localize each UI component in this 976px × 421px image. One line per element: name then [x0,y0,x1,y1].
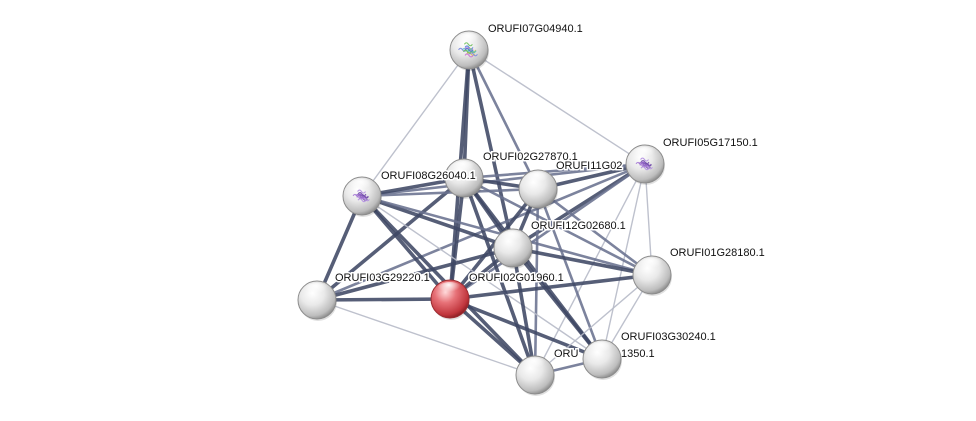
structure-strand [643,165,653,170]
node-label-ORUFI02G01960.1: ORUFI02G01960.1 [469,272,564,284]
edge-ORUFI12G02680.1-ORUFI03G30240.1[interactable] [511,246,604,361]
node-label-ORUFI12G02680.1: ORUFI12G02680.1 [531,220,626,232]
edge-ORUFI02G27870.1-ORUFI_1350[interactable] [462,176,537,377]
structure-strand [352,193,362,198]
structure-strand [462,49,472,54]
edge-ORUFI07G04940.1-ORUFI08G26040.1[interactable] [361,49,470,197]
edge-ORUFI11G02-ORUFI03G30240.1[interactable] [536,187,604,361]
structure-strand [357,198,367,203]
nodes-layer [297,30,672,396]
structure-strand [635,161,645,166]
node-ORUFI03G29220.1[interactable] [297,280,337,321]
node-ORUFI_1350[interactable] [515,355,555,396]
node-label-ORUFI05G17150.1: ORUFI05G17150.1 [663,137,758,149]
edge-ORUFI02G27870.1-ORUFI02G01960.1[interactable] [448,176,466,301]
structure-strand [356,195,366,200]
edge-ORUFI12G02680.1-ORUFI01G28180.1[interactable] [511,246,654,277]
edge-ORUFI11G02-ORUFI_1350[interactable] [533,187,540,377]
node-label-ORUFI01G28180.1: ORUFI01G28180.1 [670,247,765,259]
edge-ORUFI05G17150.1-ORUFI02G01960.1[interactable] [448,162,647,301]
node-highlight [638,258,666,274]
node-highlight [436,282,464,298]
edge-ORUFI12G02680.1-ORUFI03G29220.1[interactable] [315,246,515,302]
edge-ORUFI11G02-ORUFI08G26040.1[interactable] [360,187,540,198]
edge-ORUFI07G04940.1-ORUFI05G17150.1[interactable] [468,49,646,165]
edge-ORUFI01G28180.1-ORUFI_1350[interactable] [534,274,653,376]
edge-ORUFI02G01960.1-ORUFI03G30240.1[interactable] [448,297,604,361]
node-label-ORUFI03G30240.1: ORUFI03G30240.1 [621,331,716,343]
node-ORUFI01G28180.1[interactable] [632,255,672,296]
edge-ORUFI02G27870.1-ORUFI01G28180.1[interactable] [462,176,654,277]
node-label-ORUFI03G29220.1: ORUFI03G29220.1 [335,272,430,284]
structure-strand [360,197,370,202]
node-label-ORUFI02G27870.1: ORUFI02G27870.1 [483,151,578,163]
node-ORUFI11G02[interactable] [518,169,558,210]
node-highlight [499,231,527,247]
structure-strand [458,47,467,52]
node-ORUFI12G02680.1[interactable] [493,228,533,269]
node-highlight [588,342,616,358]
edge-ORUFI12G02680.1-ORUFI_1350[interactable] [511,246,537,377]
node-highlight [450,161,478,177]
node-ORUFI07G04940.1[interactable] [449,30,489,71]
node-highlight [348,179,376,195]
edge-ORUFI07G04940.1-ORUFI12G02680.1[interactable] [467,48,515,250]
edge-ORUFI02G01960.1-ORUFI01G28180.1[interactable] [448,273,654,301]
node-ORUFI05G17150.1[interactable] [625,144,665,185]
structure-strand [464,53,474,58]
edge-ORUFI05G17150.1-ORUFI08G26040.1[interactable] [360,162,647,198]
edges-layer [315,48,654,377]
edge-ORUFI08G26040.1-ORUFI12G02680.1[interactable] [360,194,515,250]
node-label-tail-ORUFI_1350: 1350.1 [621,348,655,360]
structure-strand [639,163,649,168]
node-ORUFI03G30240.1[interactable] [582,339,622,380]
edge-ORUFI02G01960.1-ORUFI03G29220.1[interactable] [315,297,452,302]
node-highlight [521,358,549,374]
node-label-ORUFI08G26040.1: ORUFI08G26040.1 [381,170,476,182]
node-ORUFI08G26040.1[interactable] [342,176,382,217]
edge-ORUFI05G17150.1-ORUFI03G29220.1[interactable] [315,162,647,302]
node-ORUFI02G27870.1[interactable] [444,158,484,199]
structure-strand [640,166,650,171]
edge-ORUFI02G27870.1-ORUFI03G29220.1[interactable] [315,176,466,302]
node-label-ORUFI11G02: ORUFI11G02 [556,160,622,172]
node-label-ORUFI_1350: ORU [554,348,579,360]
node-highlight [455,33,483,49]
node-label-ORUFI07G04940.1: ORUFI07G04940.1 [488,23,583,35]
edge-ORUFI07G04940.1-ORUFI11G02[interactable] [467,48,540,191]
node-ORUFI02G01960.1[interactable] [430,279,470,320]
edge-ORUFI03G29220.1-ORUFI_1350[interactable] [316,299,536,376]
labels-layer: ORUFI07G04940.1ORUFI05G17150.1ORUFI02G27… [334,22,767,362]
edge-ORUFI08G26040.1-ORUFI03G30240.1[interactable] [361,195,603,360]
node-highlight [524,172,552,188]
node-highlight [303,283,331,299]
node-highlight [631,147,659,163]
edge-ORUFI11G02-ORUFI01G28180.1[interactable] [536,187,654,277]
